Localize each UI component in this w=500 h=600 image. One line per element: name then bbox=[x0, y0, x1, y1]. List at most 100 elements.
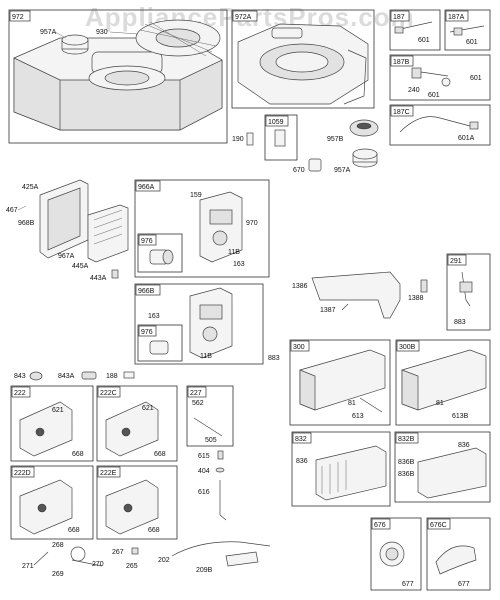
part-label: 836 bbox=[458, 442, 470, 449]
part-label: 668 bbox=[68, 527, 80, 534]
panel-227[interactable]: 227 562 505 bbox=[186, 385, 234, 447]
part-label: 615 bbox=[198, 453, 210, 460]
part-label: 1388 bbox=[408, 295, 424, 302]
panel-label: 966B bbox=[138, 288, 155, 295]
part-label: 883 bbox=[268, 355, 280, 362]
panel-label: 832 bbox=[295, 436, 307, 443]
part-label: 968B bbox=[18, 220, 35, 227]
part-label: 836 bbox=[296, 458, 308, 465]
breather-group[interactable]: 1386 1387 1388 bbox=[292, 271, 428, 319]
part-label: 668 bbox=[148, 527, 160, 534]
part-label: 621 bbox=[52, 407, 64, 414]
part-label: 270 bbox=[92, 561, 104, 568]
part-label: 81 bbox=[348, 400, 356, 407]
panel-832[interactable]: 832 836 bbox=[291, 431, 391, 507]
panel-label: 976 bbox=[141, 238, 153, 245]
part-label: 967A bbox=[58, 253, 75, 260]
part-label: 957B bbox=[327, 136, 344, 143]
panel-label: 300 bbox=[293, 344, 305, 351]
part-label: 562 bbox=[192, 400, 204, 407]
panel-222E[interactable]: 222E 668 bbox=[96, 465, 178, 540]
panel-label: 222 bbox=[14, 390, 26, 397]
panel-label: 676C bbox=[430, 522, 447, 529]
panel-300B[interactable]: 300B 81 613B bbox=[395, 339, 491, 426]
panel-label: 300B bbox=[399, 344, 416, 351]
part-label: 11B bbox=[200, 353, 212, 360]
panel-972A[interactable]: 972A bbox=[231, 9, 375, 109]
part-label: 677 bbox=[458, 581, 470, 588]
part-label: 268 bbox=[52, 542, 64, 549]
part-label: 202 bbox=[158, 557, 170, 564]
loose-parts-upper[interactable]: 190 1059 957B 670 957A bbox=[232, 114, 379, 174]
part-label: 668 bbox=[154, 451, 166, 458]
part-label: 613 bbox=[352, 413, 364, 420]
panel-label: 187C bbox=[393, 109, 410, 116]
panel-676[interactable]: 676 677 bbox=[370, 517, 422, 591]
panel-187A[interactable]: 187A 601 bbox=[444, 9, 491, 51]
part-label: 271 bbox=[22, 563, 34, 570]
panel-label: 972A bbox=[235, 14, 252, 21]
part-label: 159 bbox=[190, 192, 202, 199]
part-label: 601 bbox=[428, 92, 440, 99]
part-label: 883 bbox=[454, 319, 466, 326]
part-label: 81 bbox=[436, 400, 444, 407]
panel-222C[interactable]: 222C 621 668 bbox=[96, 385, 178, 462]
panel-label: 222D bbox=[14, 470, 31, 477]
panel-187[interactable]: 187 601 bbox=[389, 9, 441, 51]
part-label: 467 bbox=[6, 207, 18, 214]
panel-676C[interactable]: 676C 677 bbox=[426, 517, 491, 591]
panel-label: 187A bbox=[448, 14, 465, 21]
panel-label: 976 bbox=[141, 329, 153, 336]
part-label: 601 bbox=[470, 75, 482, 82]
small-parts-row[interactable]: 843 843A 188 bbox=[14, 371, 135, 381]
part-label: 404 bbox=[198, 468, 210, 475]
part-label: 957A bbox=[334, 167, 351, 174]
panel-label: 972 bbox=[12, 14, 24, 21]
part-label: 163 bbox=[148, 313, 160, 320]
panel-832B[interactable]: 832B 836B 836 836B bbox=[394, 431, 491, 503]
panel-label: 1059 bbox=[268, 119, 284, 126]
panel-187C[interactable]: 187C 601A bbox=[389, 104, 491, 146]
panel-966B[interactable]: 966B 163 11B 976 bbox=[134, 283, 264, 365]
part-label: 443A bbox=[90, 275, 107, 282]
part-label: 188 bbox=[106, 373, 118, 380]
air-filter-group[interactable]: 425A 467 968B 967A 445A 443A bbox=[6, 179, 129, 282]
part-label: 1387 bbox=[320, 307, 336, 314]
part-label: 601 bbox=[418, 37, 430, 44]
part-label: 836B bbox=[398, 459, 415, 466]
panel-972[interactable]: 972 957A 930 bbox=[8, 9, 228, 144]
part-label: 843 bbox=[14, 373, 26, 380]
part-label: 265 bbox=[126, 563, 138, 570]
panel-label: 676 bbox=[374, 522, 386, 529]
panel-187B[interactable]: 187B 601 240 601 bbox=[389, 54, 491, 101]
part-label: 668 bbox=[72, 451, 84, 458]
panel-222[interactable]: 222 621 668 bbox=[10, 385, 94, 462]
part-label: 957A bbox=[40, 29, 57, 36]
linkage-parts[interactable]: 615 404 616 bbox=[198, 450, 227, 521]
panel-label: 291 bbox=[450, 258, 462, 265]
cable-parts[interactable]: 268 271 269 270 267 265 202 209B bbox=[22, 541, 271, 578]
panel-label: 222C bbox=[100, 390, 117, 397]
part-label: 240 bbox=[408, 87, 420, 94]
part-label: 621 bbox=[142, 405, 154, 412]
panel-label: 187B bbox=[393, 59, 410, 66]
part-label: 616 bbox=[198, 489, 210, 496]
part-label: 11B bbox=[228, 249, 240, 256]
panel-label: 966A bbox=[138, 184, 155, 191]
part-label: 267 bbox=[112, 549, 124, 556]
panel-label: 187 bbox=[393, 14, 405, 21]
part-label: 209B bbox=[196, 567, 213, 574]
part-label: 843A bbox=[58, 373, 75, 380]
panel-291[interactable]: 291 883 bbox=[446, 253, 491, 331]
part-label: 269 bbox=[52, 571, 64, 578]
part-label: 445A bbox=[72, 263, 89, 270]
part-label: 601A bbox=[458, 135, 475, 142]
panel-label: 832B bbox=[398, 436, 415, 443]
panel-300[interactable]: 883 300 81 613 bbox=[268, 339, 391, 426]
part-label: 836B bbox=[398, 471, 415, 478]
part-label: 163 bbox=[233, 261, 245, 268]
part-label: 670 bbox=[293, 167, 305, 174]
panel-966A[interactable]: 966A 159 970 11B 163 976 bbox=[134, 179, 270, 278]
panel-222D[interactable]: 222D 668 bbox=[10, 465, 94, 540]
